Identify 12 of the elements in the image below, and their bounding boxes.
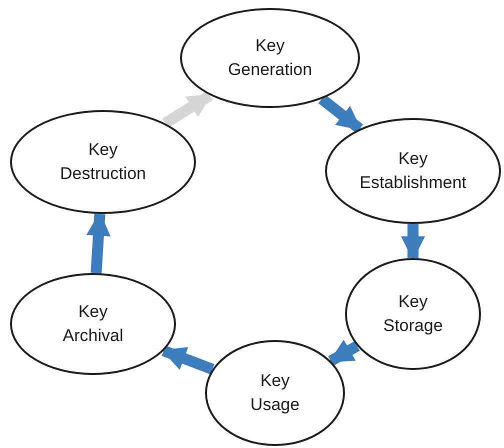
block-arrow [86,212,111,274]
node-label: Key Storage [383,291,443,337]
block-arrow [318,94,364,134]
node-label: Key Usage [250,370,300,416]
block-arrow [400,224,426,260]
block-arrow [161,346,214,374]
node-label: Key Archival [62,301,124,347]
node-label: Key Destruction [60,139,146,185]
block-arrow [328,340,360,366]
node-label: Key Establishment [360,148,466,194]
node-label: Key Generation [228,35,312,81]
block-arrow [162,90,213,128]
